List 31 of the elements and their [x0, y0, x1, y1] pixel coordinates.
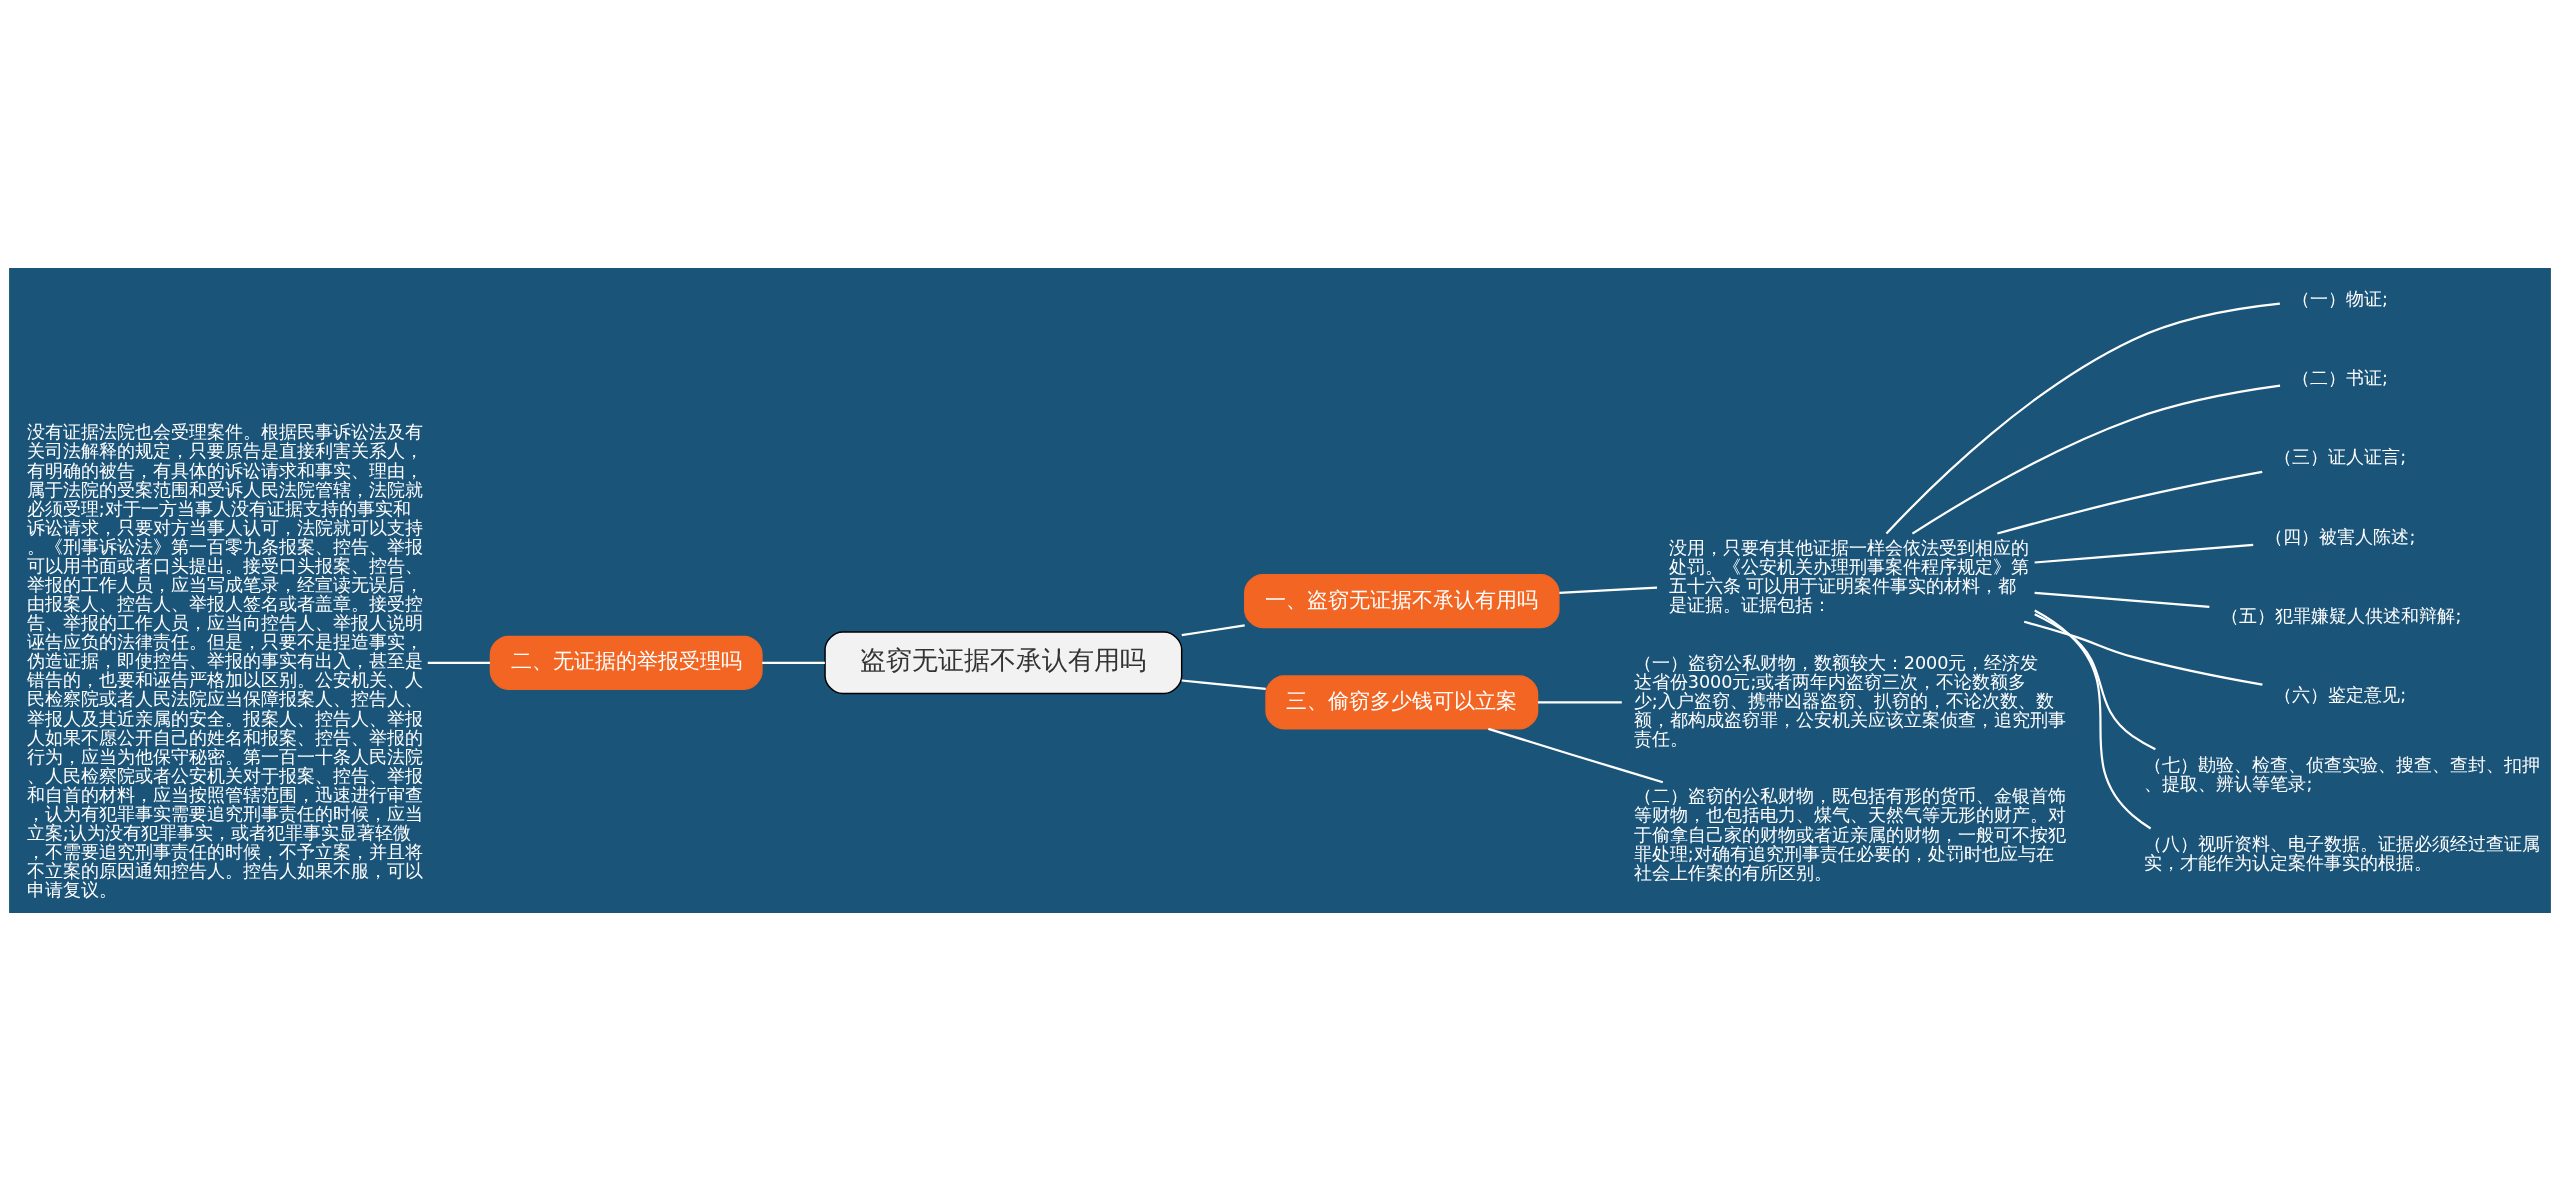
connector — [1997, 470, 2263, 535]
connector — [1885, 302, 2280, 535]
connector — [1538, 701, 1622, 704]
node-text: （三）证人证言; — [2274, 447, 2407, 468]
node-text: （二）书证; — [2291, 368, 2388, 389]
connector — [1181, 624, 1245, 637]
node-text: 没有证据法院也会受理案件。根据民事诉讼法及有关司法解释的规定，只要原告是直接利害关系人，有明确的被告，有具体的诉讼请求和事实、理由，属于法院的受案范围和受诉人民法院管辖，法院就必须受理;对于一方当事人没有证据支持的事实和诉讼请求，只要对方当事人认可，法院就可以支持。《刑事诉讼法》第一百零九条报案、控告、举报可以用书面或者口头提出。接受口头报案、控告、举报的工作人员，应当写成笔录，经宣读无误后，由报案人、控告人、举报人签名或者盖章。接受控告、举报的工作人员，应当向控告人、举报人说明诬告应负的法律责任。但是，只要不是捏造事实，伪造证据，即使控告、举报的事实有出入，甚至是错告的，也要和诬告严格加以区别。公安机关、人民检察院或者人民法院应当保障报案人、控告人、举报人及其近亲属的安全。报案人、控告人、举报人如果不愿公开自己的姓名和报案、控告、举报的行为，应当为他保守秘密。第一百一十条人民法院、人民检察院或者公安机关对于报案、控告、举报和自首的材料，应当按照管辖范围，迅速进行审查，认为有犯罪事实需要追究刑事责任的时候，应当立案;认为没有犯罪事实，或者犯罪事实显著轻微，不需要追究刑事责任的时候，不予立案，并且将不立案的原因通知控告人。控告人如果不服，可以申请复议。 — [26, 422, 423, 901]
node-text: （一）盗窃公私财物，数额较大：2000元，经济发达省份3000元;或者两年内盗窃三次，不论数额多少;入户盗窃、携带凶器盗窃、扒窃的，不论次数、数额，都构成盗窃罪，公安机关应该立案侦查，追究刑事责任。 — [1633, 652, 2066, 750]
node-text: （五）犯罪嫌疑人供述和辩解; — [2221, 605, 2462, 626]
node-text: （六）鉴定意见; — [2274, 685, 2407, 706]
connector — [2034, 613, 2156, 751]
node-box: 二、无证据的举报受理吗 — [489, 635, 763, 690]
node-box: 一、盗窃无证据不承认有用吗 — [1244, 574, 1560, 629]
connector — [2034, 591, 2210, 609]
node-text: （八）视听资料、电子数据。证据必须经过查证属实，才能作为认定案件事实的根据。 — [2144, 834, 2541, 874]
node-text: （一）物证; — [2291, 288, 2388, 309]
connector — [427, 661, 490, 664]
connector — [1488, 727, 1664, 784]
node-box: 盗窃无证据不承认有用吗 — [824, 631, 1183, 695]
connector — [2023, 620, 2263, 686]
node-text: （七）勘验、检查、侦查实验、搜查、查封、扣押、提取、辨认等笔录; — [2144, 754, 2541, 794]
node-text: （四）被害人陈述; — [2265, 526, 2416, 547]
connector — [1559, 586, 1658, 594]
connector — [2034, 609, 2152, 830]
connector — [1181, 679, 1266, 690]
connector — [1911, 384, 2281, 535]
node-text: 没用，只要有其他证据一样会依法受到相应的处罚。《公安机关办理刑事案件程序规定》第五十六条 可以用于证明案件事实的材料，都是证据。证据包括： — [1668, 537, 2029, 615]
connector — [762, 661, 825, 664]
node-box: 三、偷窃多少钱可以立案 — [1265, 675, 1539, 730]
node-text: （二）盗窃的公私财物，既包括有形的货币、金银首饰等财物，也包括电力、煤气、天然气等无形的财产。对于偷拿自己家的财物或者近亲属的财物，一般可不按犯罪处理;对确有追究刑事责任必要的，处罚时也应与在社会上作案的有所区别。 — [1633, 786, 2066, 883]
connector — [2034, 543, 2254, 564]
